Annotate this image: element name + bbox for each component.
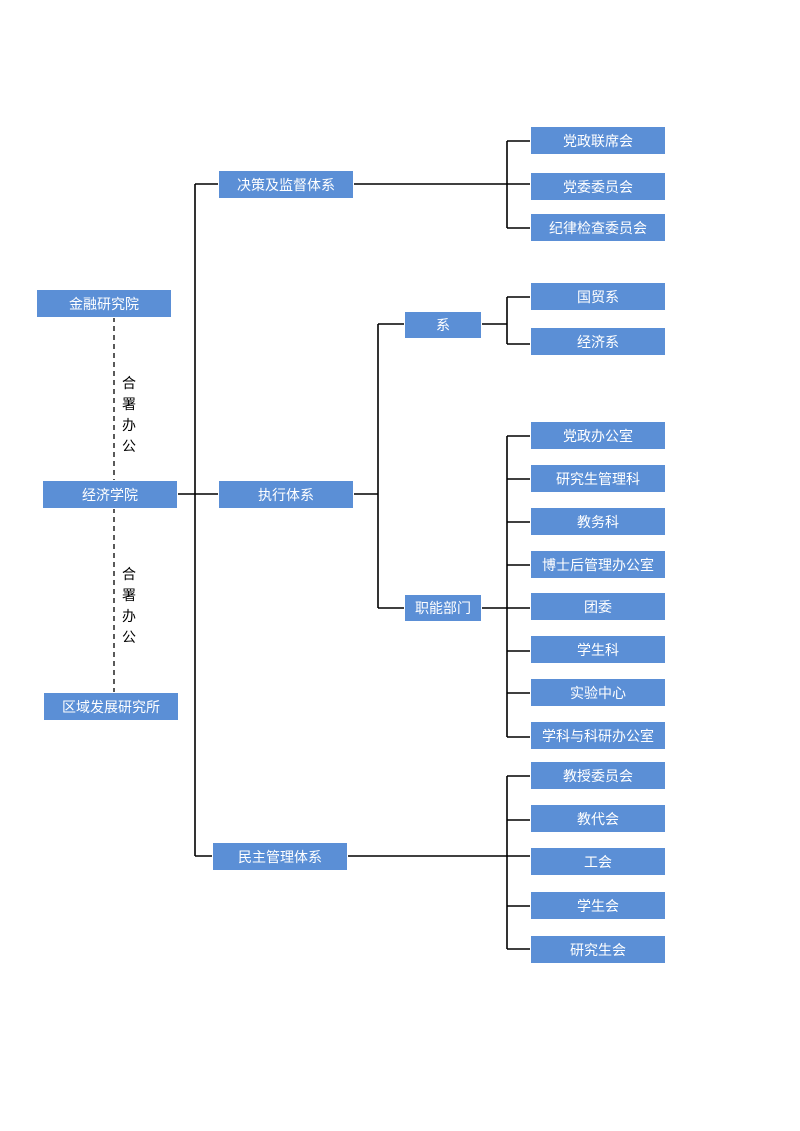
node-execution-system: 执行体系: [218, 480, 354, 509]
node-party-committee: 党委委员会: [530, 172, 666, 201]
node-party-government-joint-meeting: 党政联席会: [530, 126, 666, 155]
node-regional-development-institute: 区域发展研究所: [43, 692, 179, 721]
node-discipline-inspection-committee: 纪律检查委员会: [530, 213, 666, 242]
node-decision-system: 决策及监督体系: [218, 170, 354, 199]
node-student-union: 学生会: [530, 891, 666, 920]
node-graduate-management-section: 研究生管理科: [530, 464, 666, 493]
node-postdoc-office: 博士后管理办公室: [530, 550, 666, 579]
node-finance-institute: 金融研究院: [36, 289, 172, 318]
node-academic-affairs-section: 教务科: [530, 507, 666, 536]
node-youth-league: 团委: [530, 592, 666, 621]
node-research-office: 学科与科研办公室: [530, 721, 666, 750]
node-professors-committee: 教授委员会: [530, 761, 666, 790]
node-student-affairs-section: 学生科: [530, 635, 666, 664]
node-lab-center: 实验中心: [530, 678, 666, 707]
node-school-of-economics: 经济学院: [42, 480, 178, 509]
node-staff-congress: 教代会: [530, 804, 666, 833]
node-economics-dept: 经济系: [530, 327, 666, 356]
node-democratic-system: 民主管理体系: [212, 842, 348, 871]
co-office-label-bottom: 合 署 办 公: [122, 567, 136, 646]
node-departments: 系: [404, 311, 482, 339]
node-graduate-student-union: 研究生会: [530, 935, 666, 964]
co-office-label-top: 合 署 办 公: [122, 376, 136, 455]
node-labor-union: 工会: [530, 847, 666, 876]
node-international-trade-dept: 国贸系: [530, 282, 666, 311]
node-party-government-office: 党政办公室: [530, 421, 666, 450]
node-functional-departments: 职能部门: [404, 594, 482, 622]
